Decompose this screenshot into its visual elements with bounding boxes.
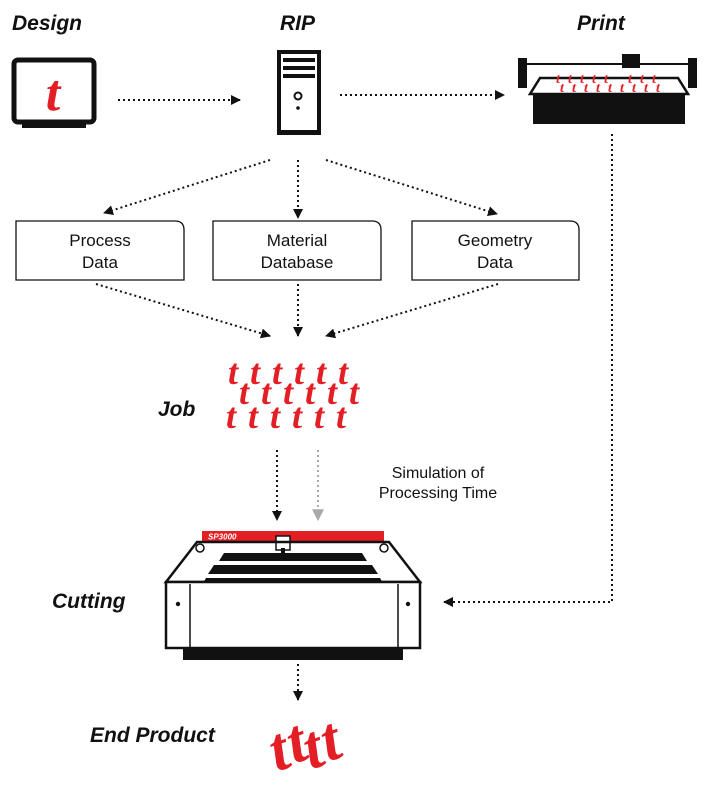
svg-text:t: t bbox=[608, 81, 613, 96]
svg-text:t: t bbox=[596, 81, 601, 96]
svg-text:t: t bbox=[560, 81, 565, 96]
job-t-glyph: t bbox=[226, 396, 237, 436]
job-t-glyph: t bbox=[336, 396, 347, 436]
flatbed-printer-icon: t t t t t t t t t t t t t t t t t bbox=[518, 54, 697, 124]
svg-text:t: t bbox=[584, 81, 589, 96]
stage-label-end-product: End Product bbox=[90, 724, 216, 747]
job-t-glyph: t bbox=[305, 372, 316, 412]
material-database-label-line1: Material bbox=[267, 231, 327, 250]
process-data-box: Process Data bbox=[15, 220, 185, 281]
svg-text:t: t bbox=[644, 81, 649, 96]
job-t-glyph: t bbox=[294, 352, 305, 392]
arrow-process-to-job bbox=[95, 283, 271, 339]
connectors bbox=[95, 90, 613, 701]
printed-t-pattern: t t t t t t t t t t t t t t t t t bbox=[556, 72, 661, 96]
cutter-model-label: SP3000 bbox=[208, 533, 237, 542]
laser-cutter-icon: SP3000 bbox=[163, 531, 423, 660]
arrow-print-to-cutting bbox=[443, 134, 613, 607]
job-t-glyph: t bbox=[327, 372, 338, 412]
simulation-note-line1: Simulation of bbox=[392, 465, 485, 482]
stage-label-rip: RIP bbox=[280, 12, 316, 35]
job-t-glyph: t bbox=[314, 396, 325, 436]
job-t-glyph: t bbox=[349, 372, 360, 412]
stage-label-cutting: Cutting bbox=[52, 590, 126, 613]
monitor-icon: t bbox=[11, 57, 97, 128]
geometry-data-label-line2: Data bbox=[477, 253, 513, 272]
job-t-glyph: t bbox=[248, 396, 259, 436]
job-t-glyph: t bbox=[261, 372, 272, 412]
svg-text:t: t bbox=[652, 72, 657, 87]
process-data-label-line2: Data bbox=[82, 253, 118, 272]
job-t-glyph: t bbox=[228, 352, 239, 392]
svg-text:t: t bbox=[628, 72, 633, 87]
svg-text:t: t bbox=[632, 81, 637, 96]
job-t-glyph: t bbox=[250, 352, 261, 392]
svg-text:t: t bbox=[572, 81, 577, 96]
end-product-icon: t t t t bbox=[260, 704, 350, 784]
job-t-glyph: t bbox=[239, 372, 250, 412]
geometry-data-label-line1: Geometry bbox=[458, 231, 533, 250]
process-data-label-line1: Process bbox=[69, 231, 130, 250]
stage-label-job: Job bbox=[158, 398, 196, 421]
monitor-t-glyph: t bbox=[46, 65, 62, 122]
svg-text:t: t bbox=[604, 72, 609, 87]
job-t-glyph: t bbox=[292, 396, 303, 436]
svg-text:t: t bbox=[592, 72, 597, 87]
geometry-data-box: Geometry Data bbox=[411, 220, 580, 281]
arrow-rip-to-geometry bbox=[325, 159, 498, 217]
server-tower-icon bbox=[277, 50, 321, 135]
job-t-glyph: t bbox=[283, 372, 294, 412]
svg-text:t: t bbox=[620, 81, 625, 96]
arrow-geometry-to-job bbox=[325, 283, 499, 339]
simulation-note-line2: Processing Time bbox=[379, 485, 497, 502]
svg-text:t: t bbox=[556, 72, 561, 87]
job-t-glyph: t bbox=[270, 396, 281, 436]
svg-text:t: t bbox=[656, 81, 661, 96]
svg-text:t: t bbox=[580, 72, 585, 87]
svg-text:t: t bbox=[640, 72, 645, 87]
material-database-label-line2: Database bbox=[261, 253, 334, 272]
arrow-rip-to-process bbox=[103, 159, 271, 216]
svg-text:t: t bbox=[568, 72, 573, 87]
job-t-glyph: t bbox=[338, 352, 349, 392]
material-database-box: Material Database bbox=[212, 220, 382, 281]
job-t-glyph: t bbox=[316, 352, 327, 392]
stage-label-print: Print bbox=[577, 12, 626, 35]
stage-label-design: Design bbox=[12, 12, 82, 35]
job-t-glyph: t bbox=[272, 352, 283, 392]
